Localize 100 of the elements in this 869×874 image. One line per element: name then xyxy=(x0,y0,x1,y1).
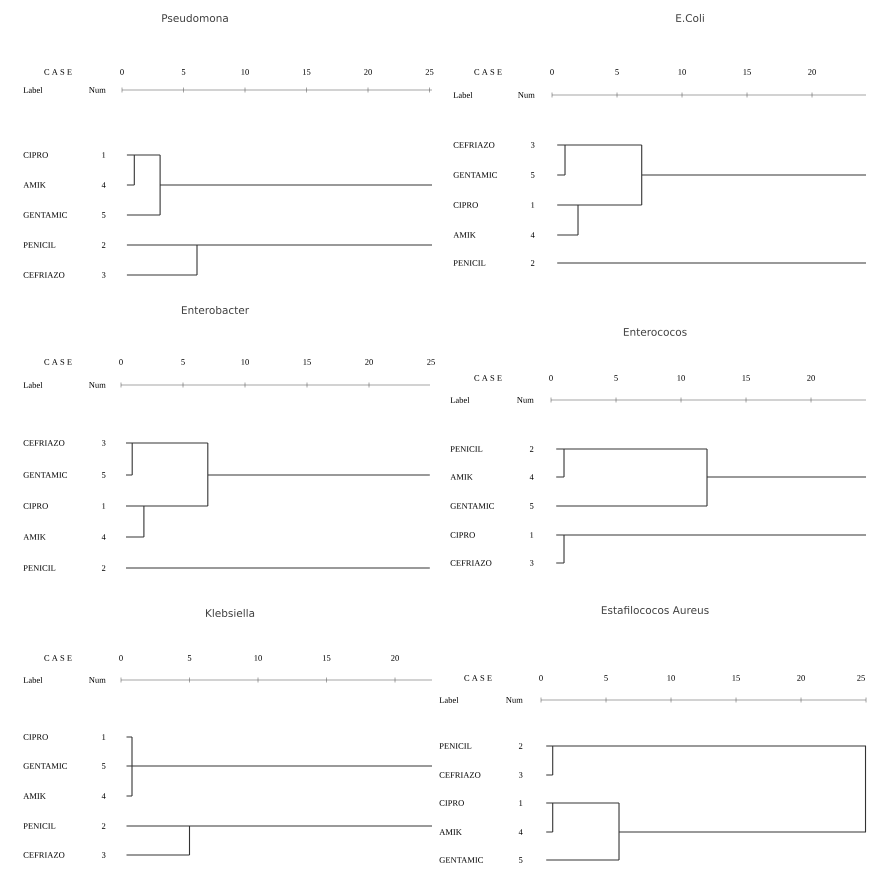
case-label: AMIK xyxy=(23,793,46,799)
case-label: AMIK xyxy=(439,829,462,835)
case-number: 5 xyxy=(530,503,534,509)
case-number: 2 xyxy=(102,565,106,571)
axis-heading: C A S E xyxy=(474,69,502,75)
case-number: 4 xyxy=(530,232,535,238)
column-heading: Label xyxy=(439,697,458,703)
case-label: PENICIL xyxy=(23,242,56,248)
case-label: PENICIL xyxy=(23,823,56,829)
case-number: 5 xyxy=(102,763,106,769)
axis-heading: C A S E xyxy=(44,359,72,365)
case-label: CEFRIAZO xyxy=(450,560,492,566)
case-number: 4 xyxy=(518,829,523,835)
case-number: 4 xyxy=(530,474,534,480)
tick-label: 15 xyxy=(732,675,740,681)
case-label: CIPRO xyxy=(24,152,48,158)
case-label: CEFRIAZO xyxy=(24,272,64,278)
case-label: GENTAMIC xyxy=(24,472,67,478)
tick-label: 0 xyxy=(539,675,543,681)
tick-label: 20 xyxy=(808,69,816,75)
case-number: 1 xyxy=(530,532,534,538)
tick-label: 10 xyxy=(678,69,686,75)
tick-label: 10 xyxy=(678,375,685,381)
case-label: CIPRO xyxy=(450,532,475,538)
case-number: 2 xyxy=(518,743,522,749)
case-number: 3 xyxy=(102,852,106,858)
case-label: CIPRO xyxy=(24,503,48,509)
column-heading: Label xyxy=(453,92,472,98)
case-number: 4 xyxy=(102,793,106,799)
tick-label: 0 xyxy=(119,655,123,661)
tick-label: 10 xyxy=(668,675,675,681)
case-number: 5 xyxy=(519,857,522,863)
case-number: 3 xyxy=(518,772,522,778)
axis-heading: C A S E xyxy=(44,655,72,661)
case-label: PENICIL xyxy=(23,565,56,571)
column-heading: Num xyxy=(89,382,106,388)
column-heading: Label xyxy=(23,382,42,388)
case-label: CIPRO xyxy=(440,800,464,806)
tick-label: 5 xyxy=(604,675,608,681)
case-number: 1 xyxy=(102,503,106,509)
case-label: PENICIL xyxy=(439,743,472,749)
case-number: 3 xyxy=(102,440,106,446)
case-label: CIPRO xyxy=(454,202,478,208)
panel-title: E.Coli xyxy=(676,14,704,22)
panel-title: Enterococos xyxy=(624,328,687,336)
case-label: GENTAMIC xyxy=(450,503,494,509)
case-number: 3 xyxy=(530,560,534,566)
case-number: 1 xyxy=(102,734,106,740)
case-label: CEFRIAZO xyxy=(24,440,64,446)
case-label: CEFRIAZO xyxy=(440,772,480,778)
tick-label: 15 xyxy=(323,655,330,661)
case-number: 1 xyxy=(531,202,534,208)
column-heading: Num xyxy=(518,92,535,98)
column-heading: Num xyxy=(506,697,523,703)
panel-title: Klebsiella xyxy=(206,608,254,618)
tick-label: 0 xyxy=(119,359,123,365)
tick-label: 0 xyxy=(120,69,124,75)
case-number: 5 xyxy=(102,212,106,218)
panel-title: Pseudomona xyxy=(162,14,228,22)
column-heading: Label xyxy=(23,87,42,93)
tick-label: 0 xyxy=(549,375,553,381)
tick-label: 5 xyxy=(614,375,618,381)
case-label: PENICIL xyxy=(453,260,486,266)
case-label: AMIK xyxy=(23,534,46,540)
case-label: CIPRO xyxy=(24,734,48,740)
case-number: 2 xyxy=(530,260,534,266)
case-number: 1 xyxy=(102,152,106,158)
case-label: CEFRIAZO xyxy=(454,142,494,148)
panel-title: Enterobacter xyxy=(182,306,250,314)
case-number: 4 xyxy=(102,534,106,540)
case-number: 3 xyxy=(530,142,534,148)
tick-label: 15 xyxy=(304,359,311,365)
tick-label: 5 xyxy=(615,69,619,75)
tick-label: 25 xyxy=(426,69,434,75)
case-number: 2 xyxy=(102,823,106,829)
tick-label: 15 xyxy=(742,375,750,381)
case-label: GENTAMIC xyxy=(24,212,67,218)
case-number: 5 xyxy=(531,172,534,178)
axis-heading: C A S E xyxy=(474,375,502,381)
tick-label: 10 xyxy=(242,359,249,365)
tick-label: 20 xyxy=(797,675,805,681)
column-heading: Label xyxy=(450,397,470,403)
axis-heading: C A S E xyxy=(464,675,492,681)
column-heading: Num xyxy=(89,677,106,683)
case-label: PENICIL xyxy=(450,446,482,452)
column-heading: Num xyxy=(517,397,534,403)
case-number: 5 xyxy=(102,472,106,478)
column-heading: Num xyxy=(89,87,106,93)
tick-label: 25 xyxy=(427,359,435,365)
case-number: 2 xyxy=(102,242,106,248)
case-label: AMIK xyxy=(23,182,46,188)
tick-label: 10 xyxy=(254,655,262,661)
tick-label: 20 xyxy=(364,69,372,75)
axis-heading: C A S E xyxy=(44,69,72,75)
tick-label: 20 xyxy=(391,655,399,661)
case-number: 2 xyxy=(530,446,534,452)
tick-label: 20 xyxy=(807,375,815,381)
case-label: CEFRIAZO xyxy=(24,852,64,858)
column-heading: Label xyxy=(23,677,42,683)
tick-label: 15 xyxy=(744,69,751,75)
